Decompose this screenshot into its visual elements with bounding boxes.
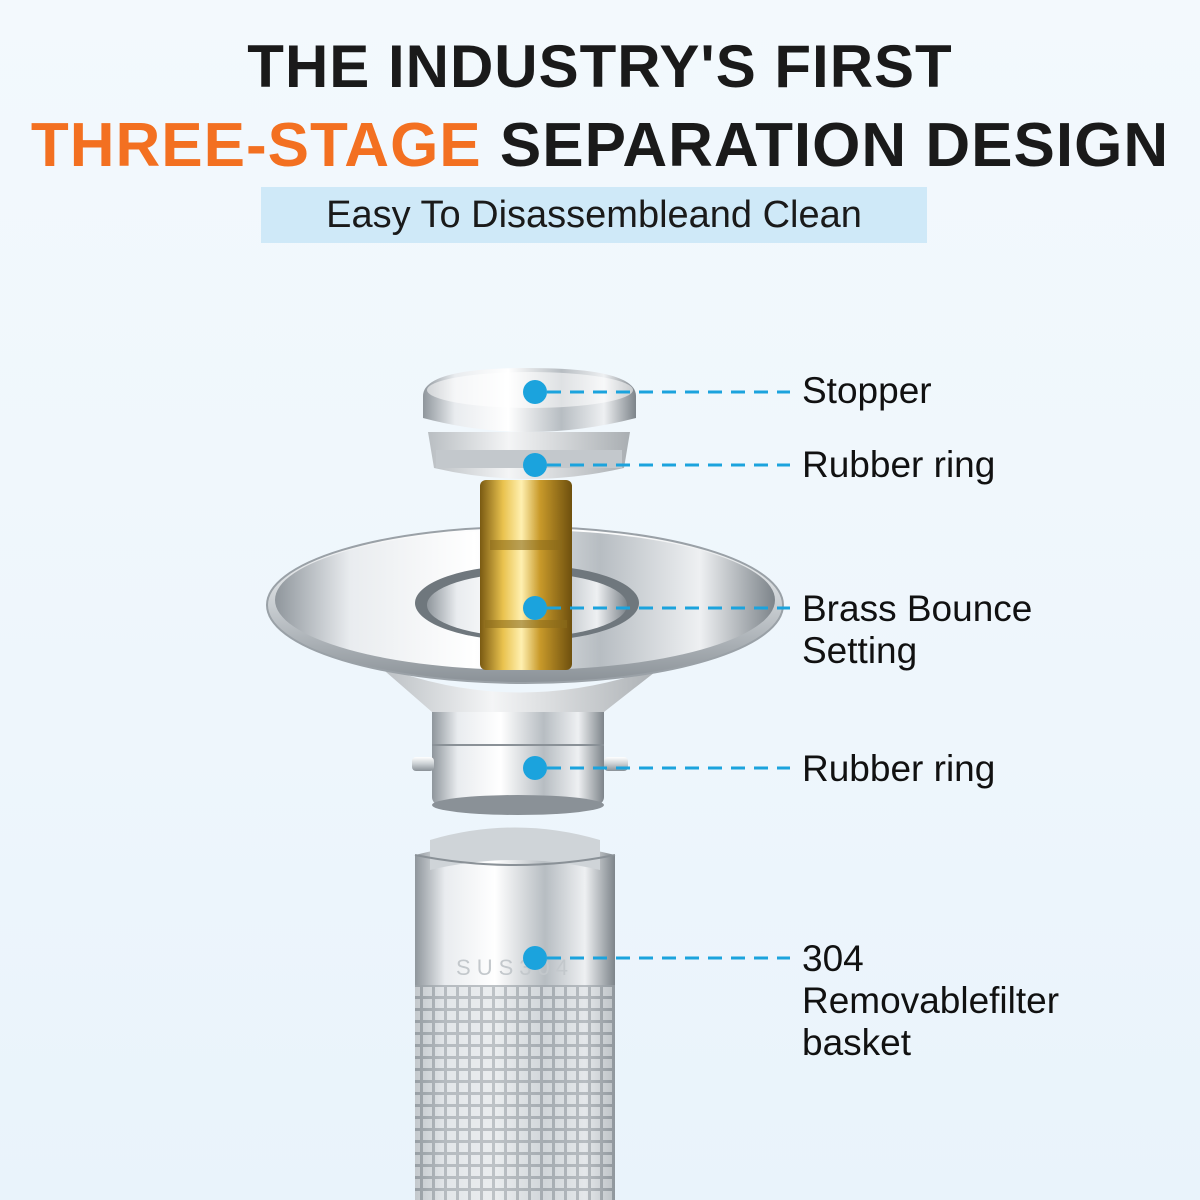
- headline-rest: SEPARATION DESIGN: [481, 111, 1170, 180]
- brass-stem: [480, 480, 572, 670]
- lower-body: [412, 700, 628, 815]
- callout-dot-rubber-ring-1: [523, 453, 547, 477]
- label-filter-basket: 304 Removablefilter basket: [802, 938, 1060, 1063]
- callout-dot-rubber-ring-2: [523, 756, 547, 780]
- headline-line-1: THE INDUSTRY'S FIRST: [247, 33, 953, 100]
- callout-dot-basket: [523, 946, 547, 970]
- label-brass-bounce-setting: Brass Bounce Setting: [802, 588, 1033, 671]
- filter-basket: SUS304: [414, 827, 616, 1200]
- label-rubber-ring-1: Rubber ring: [802, 444, 996, 485]
- headline-line-2: THREE-STAGE SEPARATION DESIGN: [0, 110, 1200, 182]
- label-stopper: Stopper: [802, 370, 932, 411]
- label-rubber-ring-2: Rubber ring: [802, 748, 996, 789]
- subtitle-text: Easy To Disassembleand Clean: [326, 193, 862, 236]
- callouts: [523, 380, 790, 970]
- callout-dot-brass: [523, 596, 547, 620]
- subtitle-banner: Easy To Disassembleand Clean: [261, 187, 927, 243]
- basket-collar: [415, 842, 615, 985]
- callout-dot-stopper: [523, 380, 547, 404]
- headline-accent: THREE-STAGE: [30, 111, 482, 180]
